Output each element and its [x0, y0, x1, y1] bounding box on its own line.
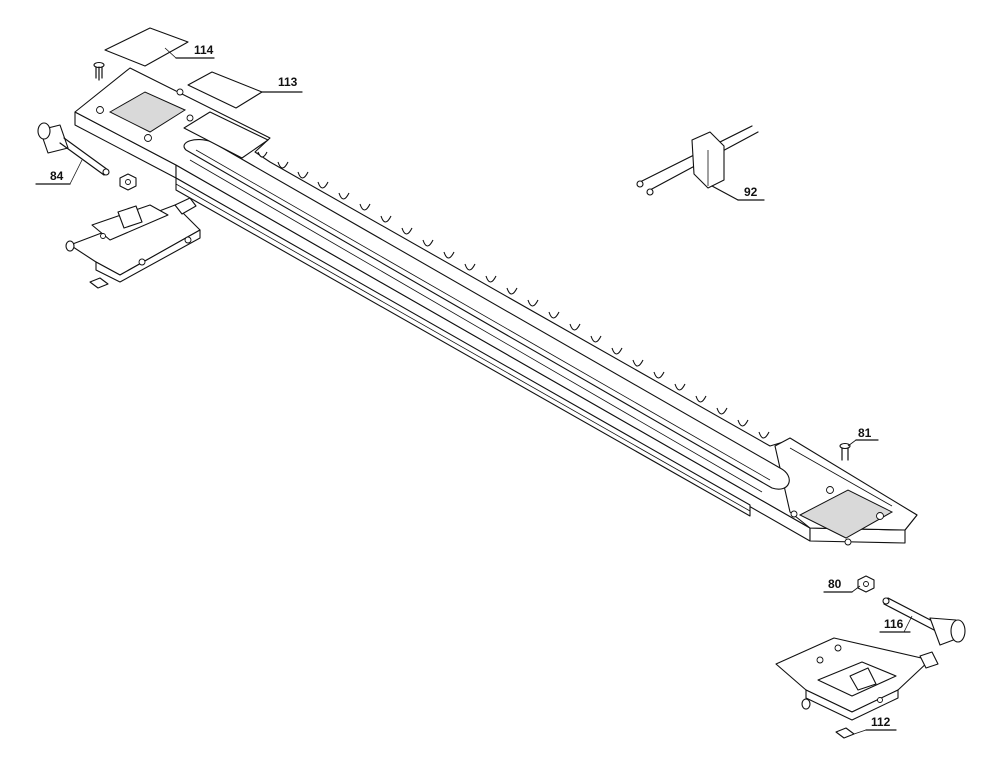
callout-92: 92 — [744, 185, 758, 199]
hex-nut-left — [119, 173, 137, 191]
part-113-pad: 113 — [187, 71, 303, 109]
callout-81: 81 — [858, 426, 872, 440]
part-92-guide: 92 — [636, 125, 765, 201]
callout-113: 113 — [278, 75, 298, 89]
callout-112: 112 — [871, 715, 891, 729]
screw-top-left — [93, 61, 105, 81]
callout-114: 114 — [194, 43, 214, 57]
part-81-screw: 81 — [839, 426, 879, 461]
comb-rail — [74, 67, 918, 546]
callout-84: 84 — [50, 169, 64, 183]
part-116-pin: 116 — [879, 597, 966, 646]
part-84-pin: 84 — [35, 122, 110, 185]
callout-80: 80 — [828, 577, 842, 591]
square-nut-left — [89, 277, 109, 289]
part-114-pad: 114 — [104, 27, 215, 67]
comb-teeth — [257, 151, 770, 439]
part-80-nut: 80 — [823, 575, 875, 593]
clamp-right — [775, 637, 939, 721]
clamp-left — [65, 197, 201, 283]
part-112-square-nut: 112 — [835, 715, 897, 739]
callout-116: 116 — [884, 617, 904, 631]
